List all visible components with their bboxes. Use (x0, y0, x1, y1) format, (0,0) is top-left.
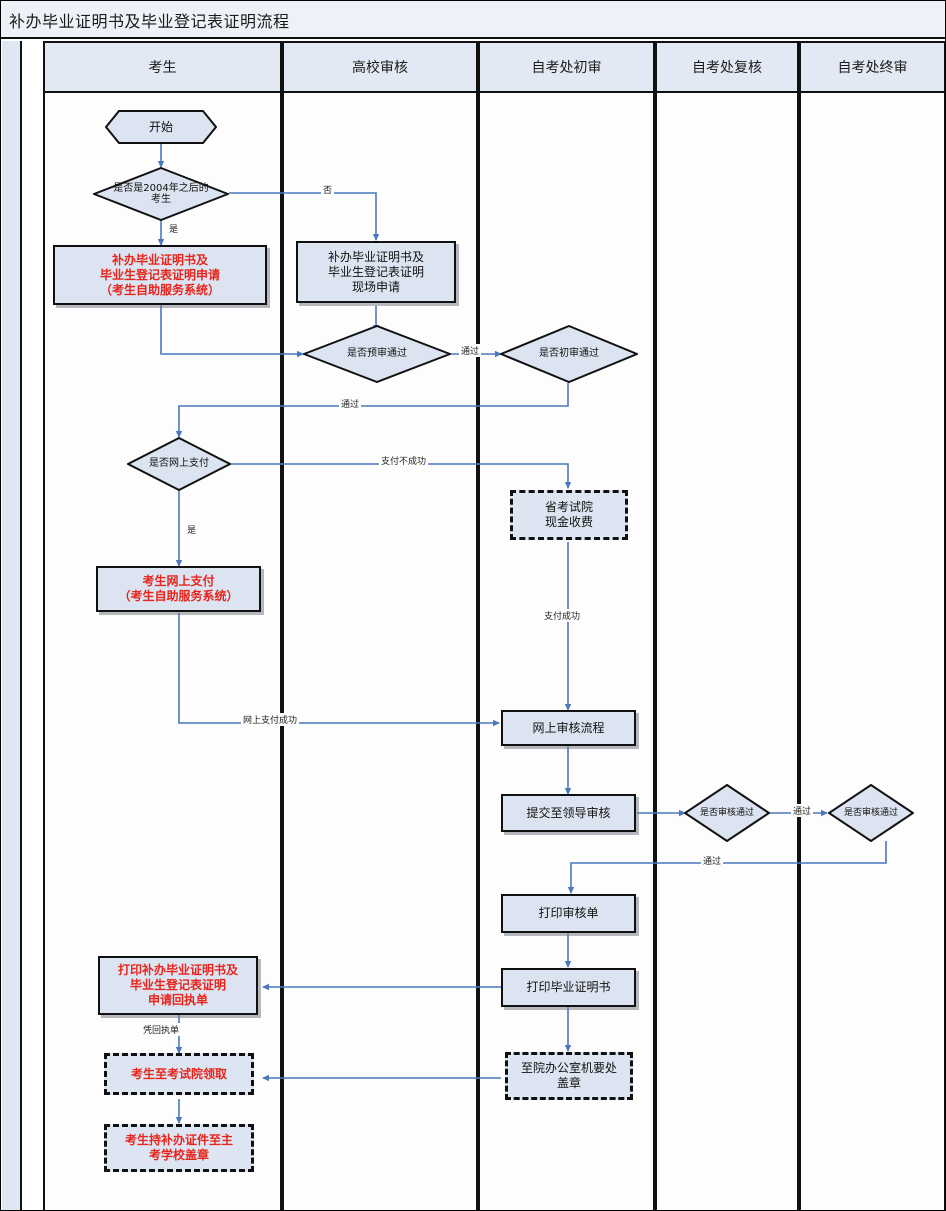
node-apply-onsite[interactable]: 补办毕业证明书及 毕业生登记表证明 现场申请 (296, 241, 456, 303)
node-student-school-seal-label: 考生持补办证件至主 考学校盖章 (124, 1133, 233, 1162)
node-decide-first-review-label: 是否初审通过 (538, 348, 599, 360)
page-title: 补办毕业证明书及毕业登记表证明流程 (9, 12, 290, 31)
node-seal-office-label: 至院办公室机要处 盖章 (520, 1061, 617, 1090)
lane-header-first-review-label: 自考处初审 (531, 60, 602, 76)
edge-label-pass-pre: 通过 (459, 344, 482, 357)
lane-header-college-label: 高校审核 (352, 60, 408, 76)
node-decide-online-pay-label: 是否网上支付 (149, 458, 209, 470)
node-decide-pre-review-label: 是否预审通过 (346, 348, 407, 360)
node-student-pay[interactable]: 考生网上支付 （考生自助服务系统） (96, 566, 261, 612)
node-apply-onsite-label: 补办毕业证明书及 毕业生登记表证明 现场申请 (327, 249, 424, 294)
node-seal-office[interactable]: 至院办公室机要处 盖章 (505, 1052, 633, 1100)
node-decide-year[interactable]: 是否是2004年之后的考生 (93, 167, 229, 221)
edge-label-online-pay-success: 网上支付成功 (241, 713, 300, 726)
lane-body-recheck (655, 93, 799, 1210)
lane-header-student: 考生 (43, 41, 282, 93)
node-start[interactable]: 开始 (105, 110, 217, 144)
title-bar: 补办毕业证明书及毕业登记表证明流程 (1, 1, 945, 39)
node-cash-pay[interactable]: 省考试院 现金收费 (510, 490, 628, 540)
lane-header-first-review: 自考处初审 (478, 41, 655, 93)
node-print-review-sheet-label: 打印审核单 (538, 906, 599, 920)
edge-label-no: 否 (321, 183, 335, 196)
lane-header-recheck-label: 自考处复核 (692, 60, 762, 76)
node-online-review-flow-label: 网上审核流程 (532, 720, 605, 735)
lane-header-student-label: 考生 (148, 60, 177, 76)
lane-body-final-review (799, 93, 945, 1210)
lane-body-first-review (478, 93, 655, 1210)
node-decide-recheck-label: 是否审核通过 (699, 807, 754, 818)
node-submit-leader[interactable]: 提交至领导审核 (501, 794, 636, 832)
node-online-review-flow[interactable]: 网上审核流程 (501, 710, 636, 746)
node-submit-leader-label: 提交至领导审核 (526, 805, 611, 820)
node-apply-online-label: 补办毕业证明书及 毕业生登记表证明申请 （考生自助服务系统） (99, 252, 220, 297)
node-decide-final-label: 是否审核通过 (843, 807, 898, 818)
node-print-receipt-label: 打印补办毕业证明书及 毕业生登记表证明 申请回执单 (117, 963, 238, 1007)
edge-label-pay-success: 支付成功 (542, 609, 583, 622)
node-decide-final[interactable]: 是否审核通过 (828, 784, 914, 842)
node-decide-first-review[interactable]: 是否初审通过 (500, 325, 638, 383)
node-decide-recheck[interactable]: 是否审核通过 (684, 784, 770, 842)
node-student-pay-label: 考生网上支付 （考生自助服务系统） (118, 574, 239, 603)
node-print-certificate[interactable]: 打印毕业证明书 (501, 968, 636, 1007)
node-start-label: 开始 (148, 119, 173, 134)
node-print-receipt[interactable]: 打印补办毕业证明书及 毕业生登记表证明 申请回执单 (98, 956, 258, 1015)
node-decide-online-pay[interactable]: 是否网上支付 (127, 437, 231, 491)
node-apply-online[interactable]: 补办毕业证明书及 毕业生登记表证明申请 （考生自助服务系统） (53, 245, 267, 305)
lane-margin-strip (2, 41, 22, 1210)
edge-label-pass-final: 通过 (701, 854, 724, 867)
lane-header-college: 高校审核 (282, 41, 478, 93)
edge-label-yes-pay: 是 (185, 523, 199, 536)
edge-label-with-receipt: 凭回执单 (141, 1023, 182, 1036)
edge-label-yes: 是 (167, 222, 181, 235)
edge-label-pass-recheck: 通过 (791, 804, 814, 817)
node-cash-pay-label: 省考试院 现金收费 (544, 500, 593, 529)
edge-label-pay-failed: 支付不成功 (379, 454, 429, 467)
lane-header-final-review-label: 自考处终审 (837, 60, 908, 76)
node-decide-pre-review[interactable]: 是否预审通过 (303, 325, 451, 383)
node-student-school-seal[interactable]: 考生持补办证件至主 考学校盖章 (104, 1124, 254, 1172)
lane-header-final-review: 自考处终审 (799, 41, 945, 93)
lane-header-recheck: 自考处复核 (655, 41, 799, 93)
node-student-collect-label: 考生至考试院领取 (130, 1066, 227, 1081)
node-student-collect[interactable]: 考生至考试院领取 (104, 1053, 254, 1095)
node-print-review-sheet[interactable]: 打印审核单 (501, 894, 636, 933)
node-decide-year-label: 是否是2004年之后的考生 (113, 182, 209, 206)
edge-label-pass-first: 通过 (339, 397, 362, 410)
node-print-certificate-label: 打印毕业证明书 (526, 980, 611, 994)
